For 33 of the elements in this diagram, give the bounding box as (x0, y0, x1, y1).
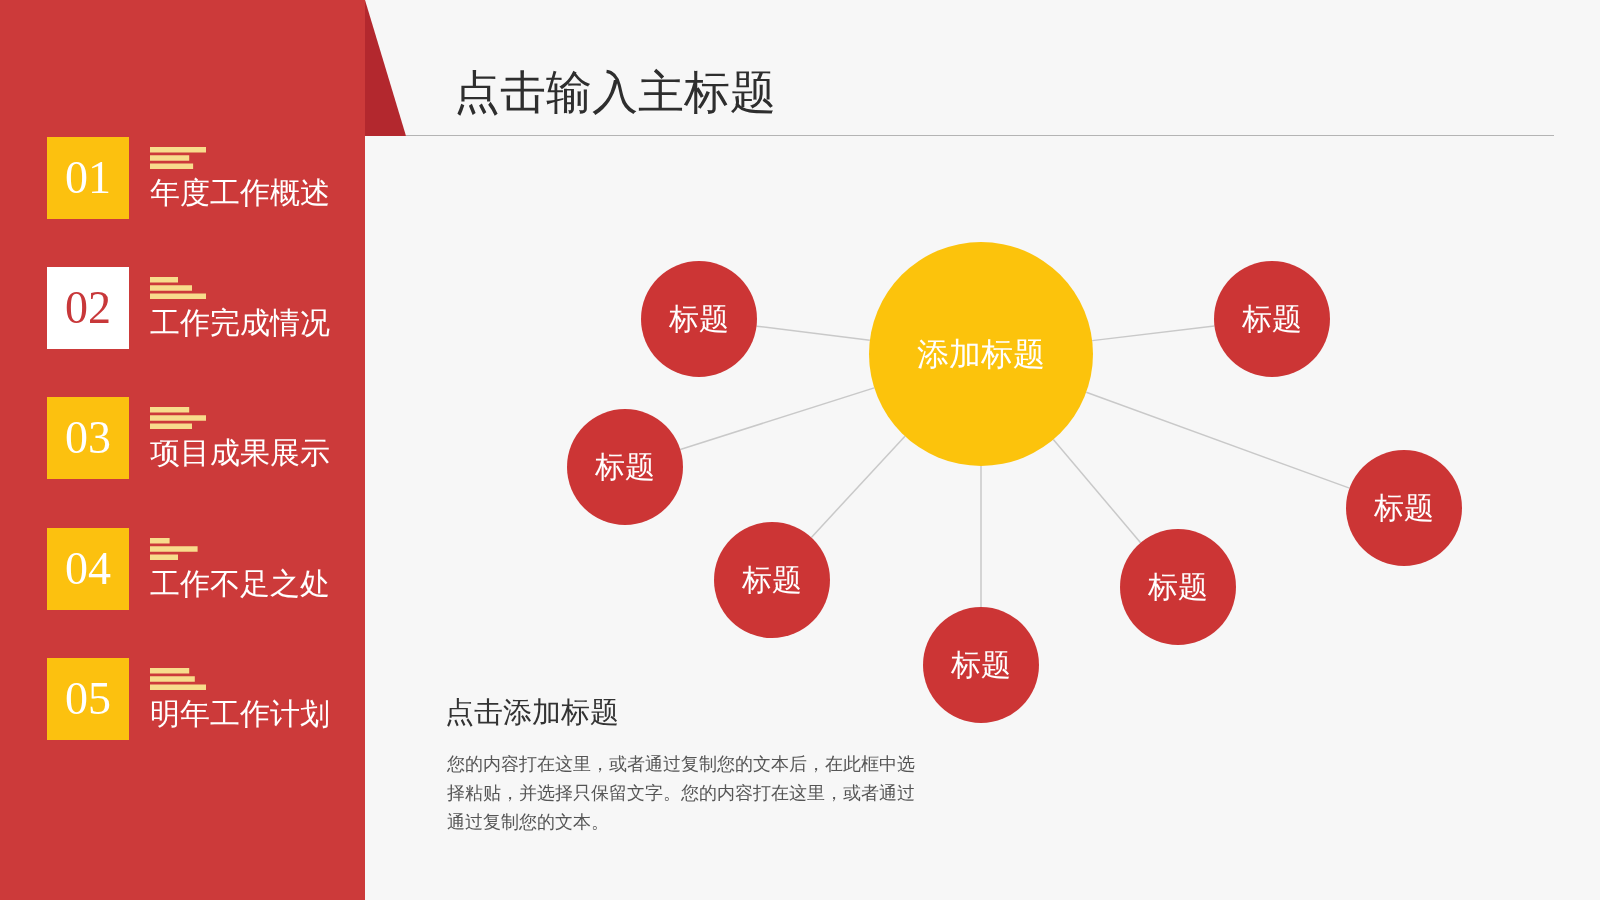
section-title: 工作不足之处 (150, 566, 330, 602)
connector-line (810, 435, 906, 539)
section-number: 03 (65, 415, 111, 461)
number-tile (47, 137, 129, 219)
node-label: 添加标题 (917, 335, 1045, 373)
section-title: 明年工作计划 (150, 696, 330, 732)
body-paragraph: 您的内容打在这里，或者通过复制您的文本后，在此框中选择粘贴，并选择只保留文字。您的内容打在这里，或者通过通过复制您的文本。 (447, 752, 916, 834)
connector-line (679, 387, 875, 451)
slide-title: 点击输入主标题 (454, 64, 776, 120)
section-number: 01 (65, 155, 111, 201)
connector-line (1085, 391, 1351, 489)
section-title: 项目成果展示 (150, 435, 330, 471)
section-number: 02 (65, 285, 111, 331)
section-heading: 点击添加标题 (445, 694, 619, 731)
connector-line (1052, 438, 1142, 544)
node-label: 标题 (595, 449, 655, 485)
section-number: 04 (65, 546, 111, 592)
number-tile (47, 658, 129, 740)
node-label: 标题 (1148, 569, 1208, 605)
connector-line (755, 325, 871, 341)
number-tile (47, 267, 129, 349)
section-title: 年度工作概述 (150, 175, 330, 211)
number-tile (47, 397, 129, 479)
section-number: 05 (65, 676, 111, 722)
node-label: 标题 (1374, 490, 1434, 526)
node-label: 标题 (1242, 301, 1302, 337)
node-label: 标题 (951, 647, 1011, 683)
connector-line (1091, 325, 1216, 342)
section-title: 工作完成情况 (150, 305, 330, 341)
connector-line (980, 465, 982, 608)
node-label: 标题 (742, 562, 802, 598)
number-tile (47, 528, 129, 610)
node-label: 标题 (669, 301, 729, 337)
